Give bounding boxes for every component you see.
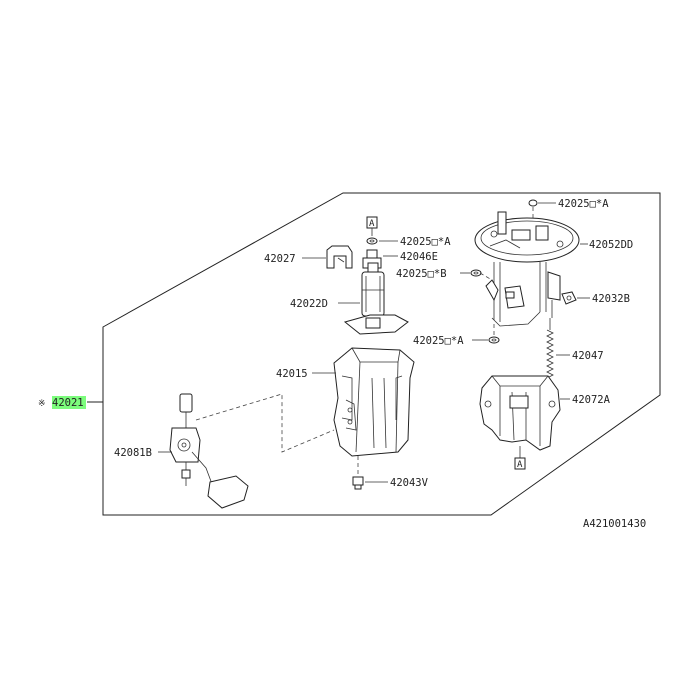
spring-42047: [546, 318, 554, 379]
label-42052[interactable]: 42052DD: [589, 239, 633, 251]
pump-housing-42015: [333, 347, 415, 457]
washer-42025-top: [366, 237, 378, 245]
label-42072[interactable]: 42072A: [572, 394, 611, 406]
label-42025-right[interactable]: 42025□*A: [558, 198, 609, 210]
label-42015[interactable]: 42015: [276, 368, 308, 380]
main-callout-number[interactable]: 42021: [52, 397, 84, 409]
main-callout-marker: ※: [38, 399, 46, 409]
fuel-pump-42022: [343, 262, 409, 335]
assembly-dash-sender: [195, 393, 335, 453]
svg-text:A: A: [369, 219, 375, 229]
flange-plate-42052: [474, 211, 580, 327]
level-sender-42081: [169, 393, 249, 509]
label-42081[interactable]: 42081B: [114, 447, 152, 459]
label-42043[interactable]: 42043V: [390, 477, 429, 489]
svg-text:A: A: [517, 460, 523, 470]
reference-box-a-top: A: [366, 216, 378, 229]
bracket-42027: [326, 245, 353, 269]
label-42046[interactable]: 42046E: [400, 251, 438, 263]
diagram-frame: [102, 192, 661, 516]
label-42022[interactable]: 42022D: [290, 298, 328, 310]
reservoir-42072: [479, 375, 561, 451]
fitting-42043: [352, 476, 364, 490]
washer-42025-low: [488, 336, 500, 344]
label-42047[interactable]: 42047: [572, 350, 604, 362]
washer-42025-right: [528, 199, 538, 207]
label-42025-b[interactable]: 42025□*B: [396, 268, 447, 280]
washer-42025-b: [470, 269, 482, 277]
reference-box-a-bottom: A: [514, 457, 526, 470]
figure-id: A421001430: [583, 518, 646, 530]
clip-42032: [561, 291, 577, 305]
main-callout-highlight: [52, 396, 86, 409]
dash-42025-b: [479, 272, 493, 281]
label-42025-low[interactable]: 42025□*A: [413, 335, 464, 347]
label-42027[interactable]: 42027: [264, 253, 296, 265]
label-42032[interactable]: 42032B: [592, 293, 630, 305]
label-42025-top[interactable]: 42025□*A: [400, 236, 451, 248]
